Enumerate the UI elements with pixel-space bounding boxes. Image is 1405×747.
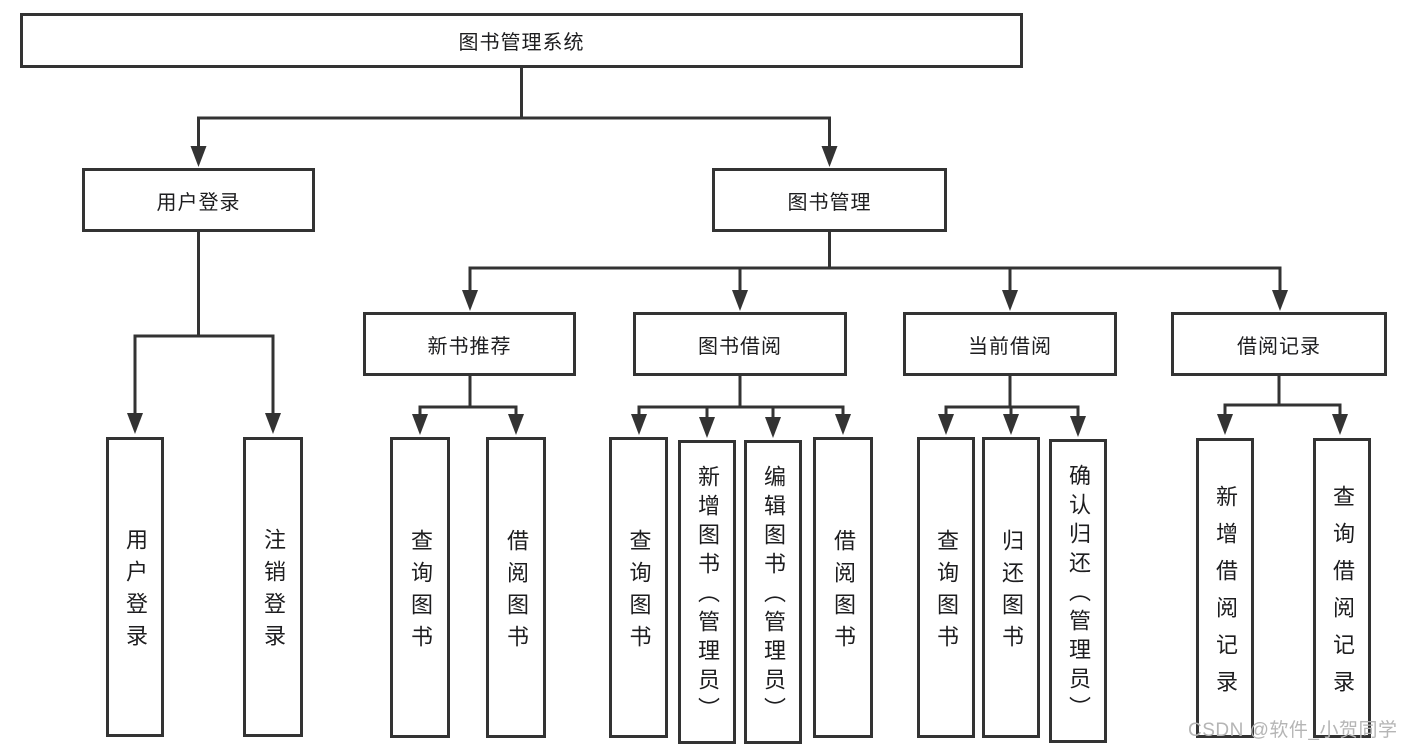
node-borrow-record: 借阅记录 [1171,312,1387,376]
leaf-edit-book-admin-label: 编辑图书（管理员） [761,465,786,726]
leaf-user-login: 用户登录 [106,437,164,737]
leaf-borrow-query-book: 查询图书 [609,437,668,738]
edge-recommend-branch [418,405,518,417]
node-user-login-label: 用户登录 [156,191,241,214]
leaf-logout-label: 注销登录 [261,528,286,656]
leaf-borrow-query-book-label: 查询图书 [626,528,652,657]
node-book-manage: 图书管理 [712,168,947,232]
leaf-borrow-book-label: 借阅图书 [831,528,856,657]
leaf-edit-book-admin: 编辑图书（管理员） [744,440,802,744]
node-borrow-record-label: 借阅记录 [1237,335,1321,358]
leaf-query-borrow-record: 查询借阅记录 [1313,438,1371,738]
edge-login-branch [133,334,275,416]
node-new-book-recommend: 新书推荐 [363,312,576,376]
node-new-book-recommend-label: 新书推荐 [427,335,512,358]
node-current-borrow: 当前借阅 [903,312,1117,376]
leaf-recommend-borrow-book-label: 借阅图书 [504,528,529,657]
leaf-confirm-return-admin-label: 确认归还（管理员） [1066,464,1091,725]
leaf-add-borrow-record-label: 新增借阅记录 [1213,484,1238,707]
node-root: 图书管理系统 [20,13,1023,68]
arrowheads [127,146,1348,438]
edge-borrow-branch [637,405,845,417]
edge-record-branch [1223,403,1342,416]
node-root-label: 图书管理系统 [458,32,585,54]
leaf-add-borrow-record: 新增借阅记录 [1196,438,1254,738]
node-book-borrow-label: 图书借阅 [698,335,782,358]
node-current-borrow-label: 当前借阅 [968,335,1052,358]
leaf-logout: 注销登录 [243,437,303,737]
leaf-current-query-book-label: 查询图书 [934,528,959,657]
leaf-add-book-admin-label: 新增图书（管理员） [695,465,720,726]
leaf-borrow-book: 借阅图书 [813,437,873,738]
edge-manage-branch [468,266,1282,292]
leaf-recommend-query-book-label: 查询图书 [408,528,433,657]
leaf-add-book-admin: 新增图书（管理员） [678,440,736,744]
leaf-user-login-label: 用户登录 [123,528,148,656]
leaf-query-borrow-record-label: 查询借阅记录 [1330,484,1355,707]
csdn-watermark: CSDN @软件_小贺同学 [1188,720,1398,741]
leaf-return-book-label: 归还图书 [999,528,1024,657]
leaf-current-query-book: 查询图书 [917,437,975,738]
leaf-recommend-borrow-book: 借阅图书 [486,437,546,738]
leaf-return-book: 归还图书 [982,437,1040,738]
node-user-login: 用户登录 [82,168,315,232]
node-book-manage-label: 图书管理 [787,191,872,214]
node-book-borrow: 图书借阅 [633,312,847,376]
leaf-recommend-query-book: 查询图书 [390,437,450,738]
leaf-confirm-return-admin: 确认归还（管理员） [1049,439,1107,743]
edge-root-branch [197,116,831,148]
